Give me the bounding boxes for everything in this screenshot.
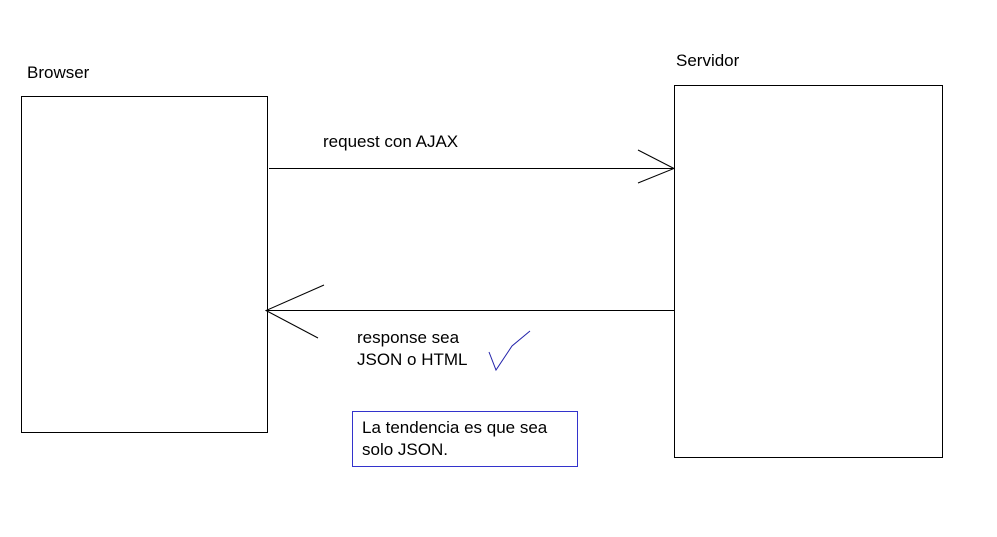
checkmark-icon — [488, 330, 531, 372]
server-box — [674, 85, 943, 458]
response-label-line2: JSON o HTML — [357, 350, 468, 369]
response-arrow — [264, 284, 674, 339]
request-arrow — [269, 149, 676, 184]
note-line2: solo JSON. — [362, 440, 448, 459]
server-label: Servidor — [676, 51, 740, 70]
note-box: La tendencia es que sea solo JSON. — [352, 411, 578, 467]
request-label: request con AJAX — [323, 132, 459, 151]
browser-label: Browser — [27, 63, 90, 82]
response-arrow-head — [264, 284, 325, 339]
browser-box — [21, 96, 268, 433]
note-line1: La tendencia es que sea — [362, 418, 548, 437]
request-arrow-head — [637, 149, 676, 184]
response-label-line1: response sea — [357, 328, 460, 347]
